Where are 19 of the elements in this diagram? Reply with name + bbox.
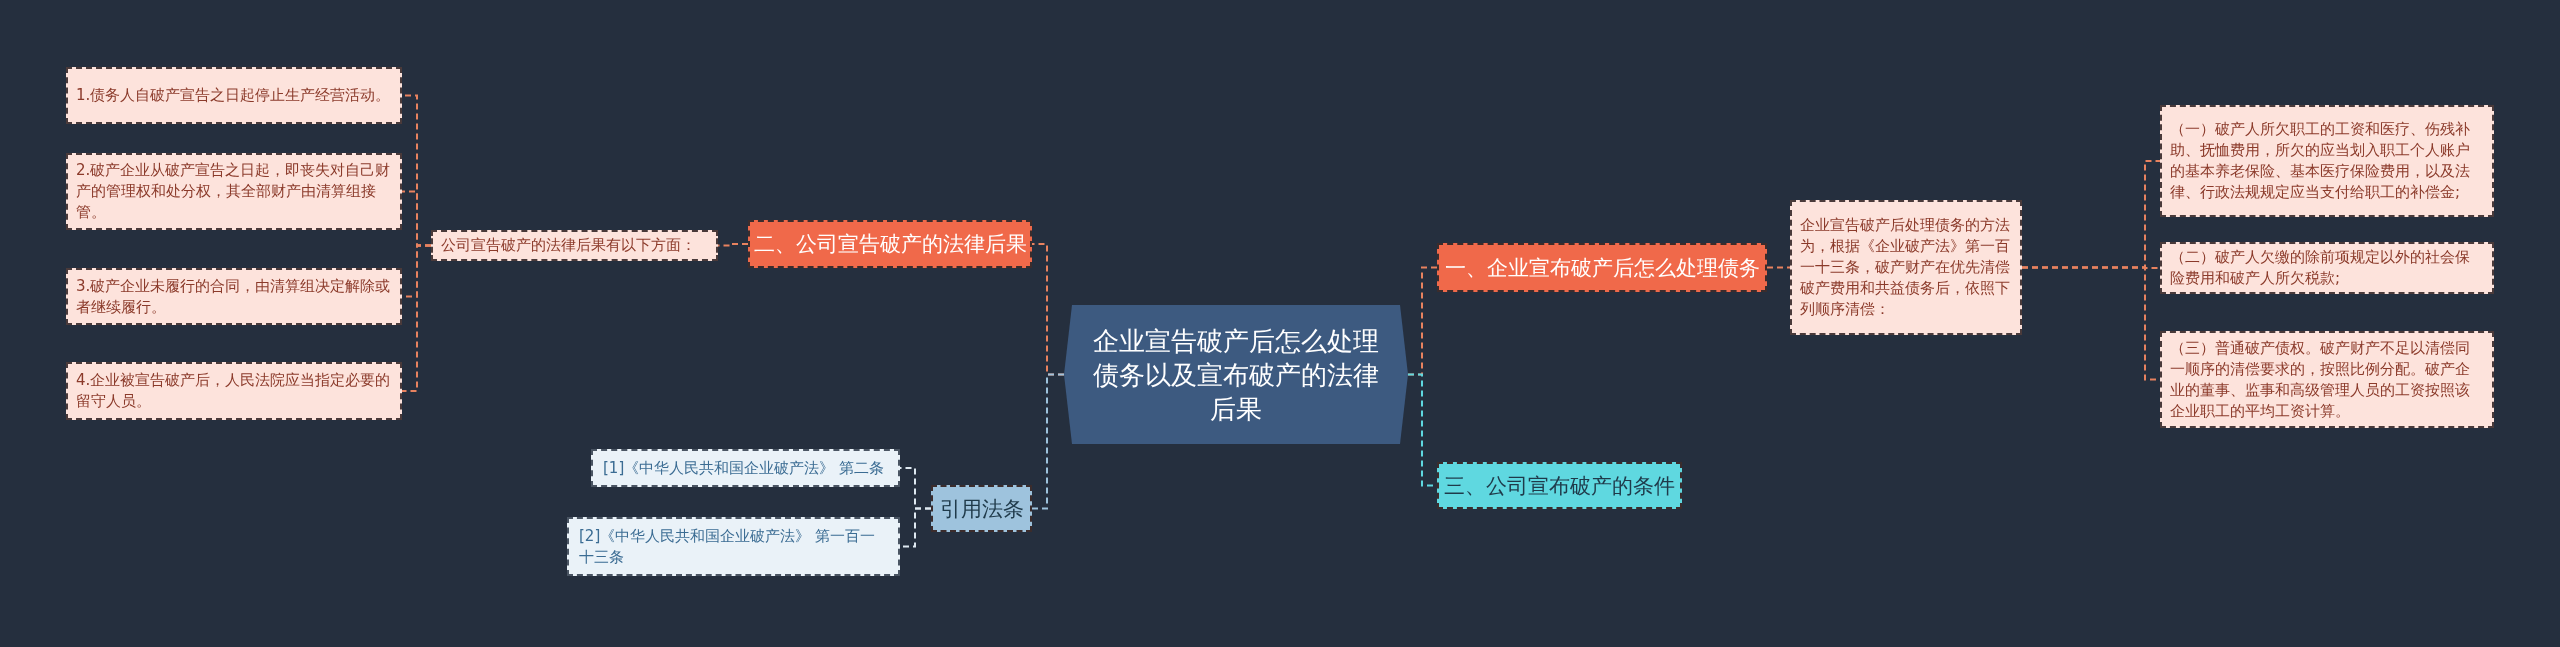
connector [401,244,432,392]
branch-box: 三、公司宣布破产的条件 [1437,462,1682,509]
central-topic: 企业宣告破产后怎么处理债务以及宣布破产的法律后果 [1064,305,1408,444]
branch-box: 二、公司宣告破产的法律后果 [748,220,1032,268]
text-box: 企业宣告破产后处理债务的方法为，根据《企业破产法》第一百一十三条，破产财产在优先清偿破产费用和共益债务后，依照下列顺序清偿： [1790,200,2022,335]
connector [1766,266,1791,269]
text-box: （一）破产人所欠职工的工资和医疗、伤残补助、抚恤费用，所欠的应当划入职工个人账户的基本养老保险、基本医疗保险费用，以及法律、行政法规规定应当支付给职工的补偿金; [2160,105,2494,217]
text-box: 1.债务人自破产宣告之日起停止生产经营活动。 [66,67,402,124]
text-box: （三）普通破产债权。破产财产不足以清偿同一顺序的清偿要求的，按照比例分配。破产企业的董事、监事和高级管理人员的工资按照该企业职工的平均工资计算。 [2160,331,2494,428]
text-box: （二）破产人欠缴的除前项规定以外的社会保险费用和破产人所欠税款; [2160,242,2494,294]
connector [1031,373,1065,510]
reference-box: [2]《中华人民共和国企业破产法》 第一百一十三条 [567,517,900,576]
text-box: 3.破产企业未履行的合同，由清算组决定解除或者继续履行。 [66,268,402,325]
branch-box: 一、企业宣布破产后怎么处理债务 [1437,243,1767,292]
reference-box: [1]《中华人民共和国企业破产法》 第二条 [591,449,900,487]
text-box: 公司宣告破产的法律后果有以下方面： [431,230,718,261]
branch-box: 引用法条 [931,485,1032,532]
text-box: 2.破产企业从破产宣告之日起，即丧失对自己财产的管理权和处分权，其全部财产由清算组接管。 [66,153,402,230]
text-box: 4.企业被宣告破产后，人民法院应当指定必要的留守人员。 [66,362,402,420]
